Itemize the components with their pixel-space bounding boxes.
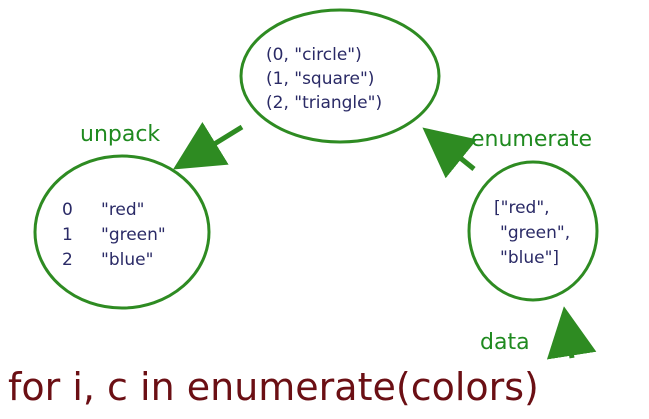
top-node-line-1: (0, "circle") bbox=[266, 45, 362, 65]
left-node-ellipse bbox=[33, 154, 211, 310]
right-node-ellipse bbox=[467, 160, 599, 302]
right-node-line-2: "green", bbox=[500, 223, 570, 243]
top-node-ellipse bbox=[239, 8, 441, 144]
left-node-value-2: "green" bbox=[101, 225, 166, 245]
right-node-line-3: "blue"] bbox=[500, 248, 559, 268]
right-node-line-1: ["red", bbox=[494, 198, 550, 218]
top-node-line-2: (1, "square") bbox=[266, 69, 374, 89]
left-node-value-3: "blue" bbox=[101, 250, 153, 270]
left-node-index-1: 0 bbox=[62, 200, 73, 220]
unpack-label: unpack bbox=[80, 122, 160, 147]
enumerate-arrow bbox=[422, 127, 478, 179]
left-node-index-2: 1 bbox=[62, 225, 73, 245]
unpack-arrow bbox=[172, 121, 244, 170]
left-node-value-1: "red" bbox=[101, 200, 145, 220]
enumerate-label: enumerate bbox=[471, 127, 592, 152]
data-label: data bbox=[480, 330, 530, 355]
data-arrow bbox=[546, 306, 597, 360]
left-node-index-3: 2 bbox=[62, 250, 73, 270]
code-caption: for i, c in enumerate(colors) bbox=[8, 365, 539, 409]
top-node-line-3: (2, "triangle") bbox=[266, 93, 382, 113]
